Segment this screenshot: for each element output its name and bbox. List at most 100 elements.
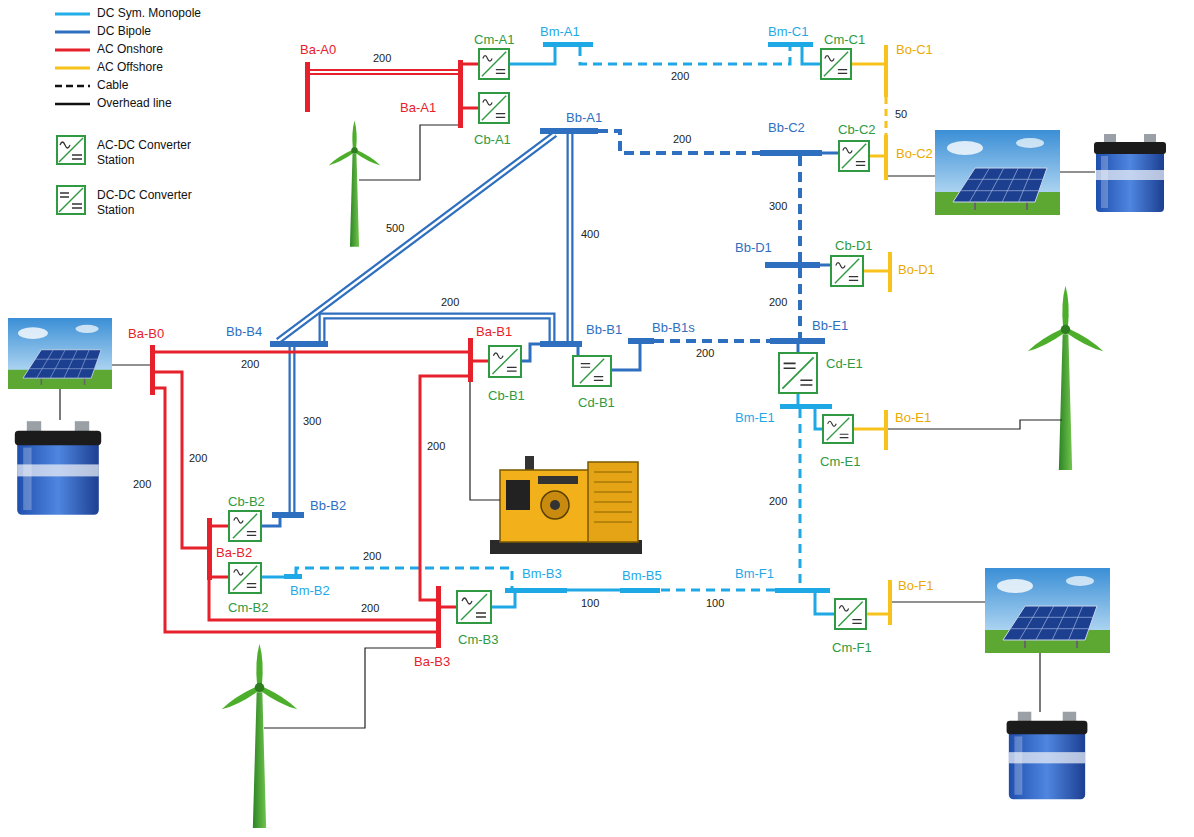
station-label: Cb-A1 bbox=[474, 132, 511, 147]
connector bbox=[209, 580, 436, 620]
connector bbox=[463, 64, 478, 65]
leader-line bbox=[888, 175, 935, 176]
bus-label: Bb-C2 bbox=[768, 120, 805, 135]
bus-bar: Bb-B2 bbox=[272, 512, 304, 518]
bus-bar: Bm-B5 bbox=[620, 588, 660, 593]
converter-diagonal bbox=[461, 594, 487, 620]
wind-turbine bbox=[1026, 286, 1105, 470]
bus-label: Bm-E1 bbox=[735, 410, 775, 425]
diesel-generator bbox=[594, 492, 632, 493]
dc-symbol bbox=[840, 434, 849, 437]
connector bbox=[660, 590, 775, 591]
connector-stroke bbox=[798, 156, 802, 262]
converter-symbol bbox=[72, 204, 82, 208]
connector-stroke bbox=[473, 360, 488, 363]
leader-line bbox=[892, 601, 985, 602]
connector-stroke bbox=[310, 71, 458, 73]
bus-bar: Bo-C1 bbox=[884, 45, 888, 97]
bus-bar: Bb-B1 bbox=[540, 341, 582, 347]
converter-icon bbox=[840, 142, 868, 170]
leader-line bbox=[888, 420, 1062, 429]
converter-icon bbox=[836, 600, 865, 628]
connector bbox=[815, 593, 834, 614]
converter-station: Cm-E1 bbox=[822, 414, 854, 444]
connector bbox=[867, 614, 888, 615]
converter-icon bbox=[824, 416, 852, 442]
bus-label: Bb-A1 bbox=[566, 110, 602, 125]
station-label: Cm-C1 bbox=[824, 32, 865, 47]
connector-stroke bbox=[212, 525, 228, 528]
bus-label: Bm-B2 bbox=[290, 583, 330, 598]
converter-diagonal bbox=[482, 96, 506, 120]
connector bbox=[322, 316, 552, 341]
station-label: Cm-B3 bbox=[458, 632, 498, 647]
converter-station: Cb-B1 bbox=[488, 345, 522, 378]
connector-stroke bbox=[854, 428, 884, 431]
converter-station: Cm-A1 bbox=[478, 48, 510, 80]
bus-bar: Bb-D1 bbox=[765, 262, 820, 268]
leader-line bbox=[60, 125, 1095, 728]
converter-station: Cm-B2 bbox=[228, 562, 262, 594]
converter-diagonal bbox=[838, 602, 862, 626]
bus-bar: Bm-B2 bbox=[284, 574, 302, 579]
legend-text: DC Bipole bbox=[97, 24, 151, 39]
bus-bar: Bb-A1 bbox=[540, 128, 598, 134]
connector-stroke bbox=[569, 134, 572, 341]
connector-stroke bbox=[262, 518, 280, 526]
connector-stroke bbox=[612, 344, 640, 370]
diesel-generator bbox=[588, 462, 638, 542]
connector bbox=[854, 429, 884, 430]
bus-bar: Bo-D1 bbox=[888, 252, 892, 292]
connector bbox=[580, 47, 790, 64]
leader-line bbox=[1039, 653, 1040, 712]
connector-stroke bbox=[799, 409, 802, 588]
diesel-generator bbox=[594, 472, 632, 473]
length-label: 500 bbox=[385, 222, 405, 235]
legend-line bbox=[55, 67, 90, 70]
length-label: 200 bbox=[362, 550, 382, 563]
connector bbox=[420, 376, 468, 600]
connector-stroke bbox=[654, 339, 770, 343]
leader-line bbox=[1060, 171, 1095, 172]
solar-panel bbox=[935, 130, 1060, 215]
station-label: Cb-B1 bbox=[488, 388, 525, 403]
connector-stroke bbox=[492, 593, 515, 607]
solar-panel bbox=[985, 568, 1110, 653]
length-label: 200 bbox=[132, 478, 152, 491]
bus-bar: Ba-B2 bbox=[207, 518, 212, 580]
converter-symbol bbox=[59, 138, 83, 162]
connector-stroke bbox=[567, 589, 620, 592]
connector-stroke bbox=[262, 576, 284, 579]
connector bbox=[654, 341, 770, 342]
bus-label: Bo-F1 bbox=[898, 578, 933, 593]
connector-stroke bbox=[598, 131, 760, 153]
connector-stroke bbox=[291, 347, 294, 512]
diesel-generator bbox=[538, 476, 578, 484]
dc-symbol bbox=[856, 162, 865, 166]
converter-icon bbox=[574, 357, 610, 385]
converter-icon bbox=[230, 512, 260, 540]
converter-symbol bbox=[60, 142, 70, 148]
connector bbox=[310, 72, 458, 73]
connector bbox=[820, 265, 830, 266]
diesel-generator bbox=[594, 482, 632, 483]
converter-station: Cd-B1 bbox=[572, 355, 612, 387]
legend-text: AC-DC Converter Station bbox=[97, 138, 207, 168]
connector-stroke bbox=[155, 372, 207, 548]
connector-stroke bbox=[155, 351, 468, 354]
solar-panel bbox=[935, 130, 1060, 215]
station-label: Cm-A1 bbox=[474, 32, 514, 47]
length-label: 200 bbox=[670, 70, 690, 83]
bus-label: Bm-B3 bbox=[522, 566, 562, 581]
solar-panel bbox=[985, 568, 1110, 653]
connector-stroke bbox=[577, 347, 580, 355]
connector bbox=[886, 97, 887, 135]
bus-label: Ba-B3 bbox=[414, 654, 450, 669]
ac-symbol bbox=[839, 606, 848, 612]
bus-label: Bo-C2 bbox=[896, 146, 933, 161]
connector-stroke bbox=[310, 69, 458, 75]
converter-symbol bbox=[57, 136, 85, 164]
length-label: 300 bbox=[768, 200, 788, 213]
battery bbox=[1094, 134, 1166, 212]
converter-diagonal bbox=[233, 566, 257, 590]
